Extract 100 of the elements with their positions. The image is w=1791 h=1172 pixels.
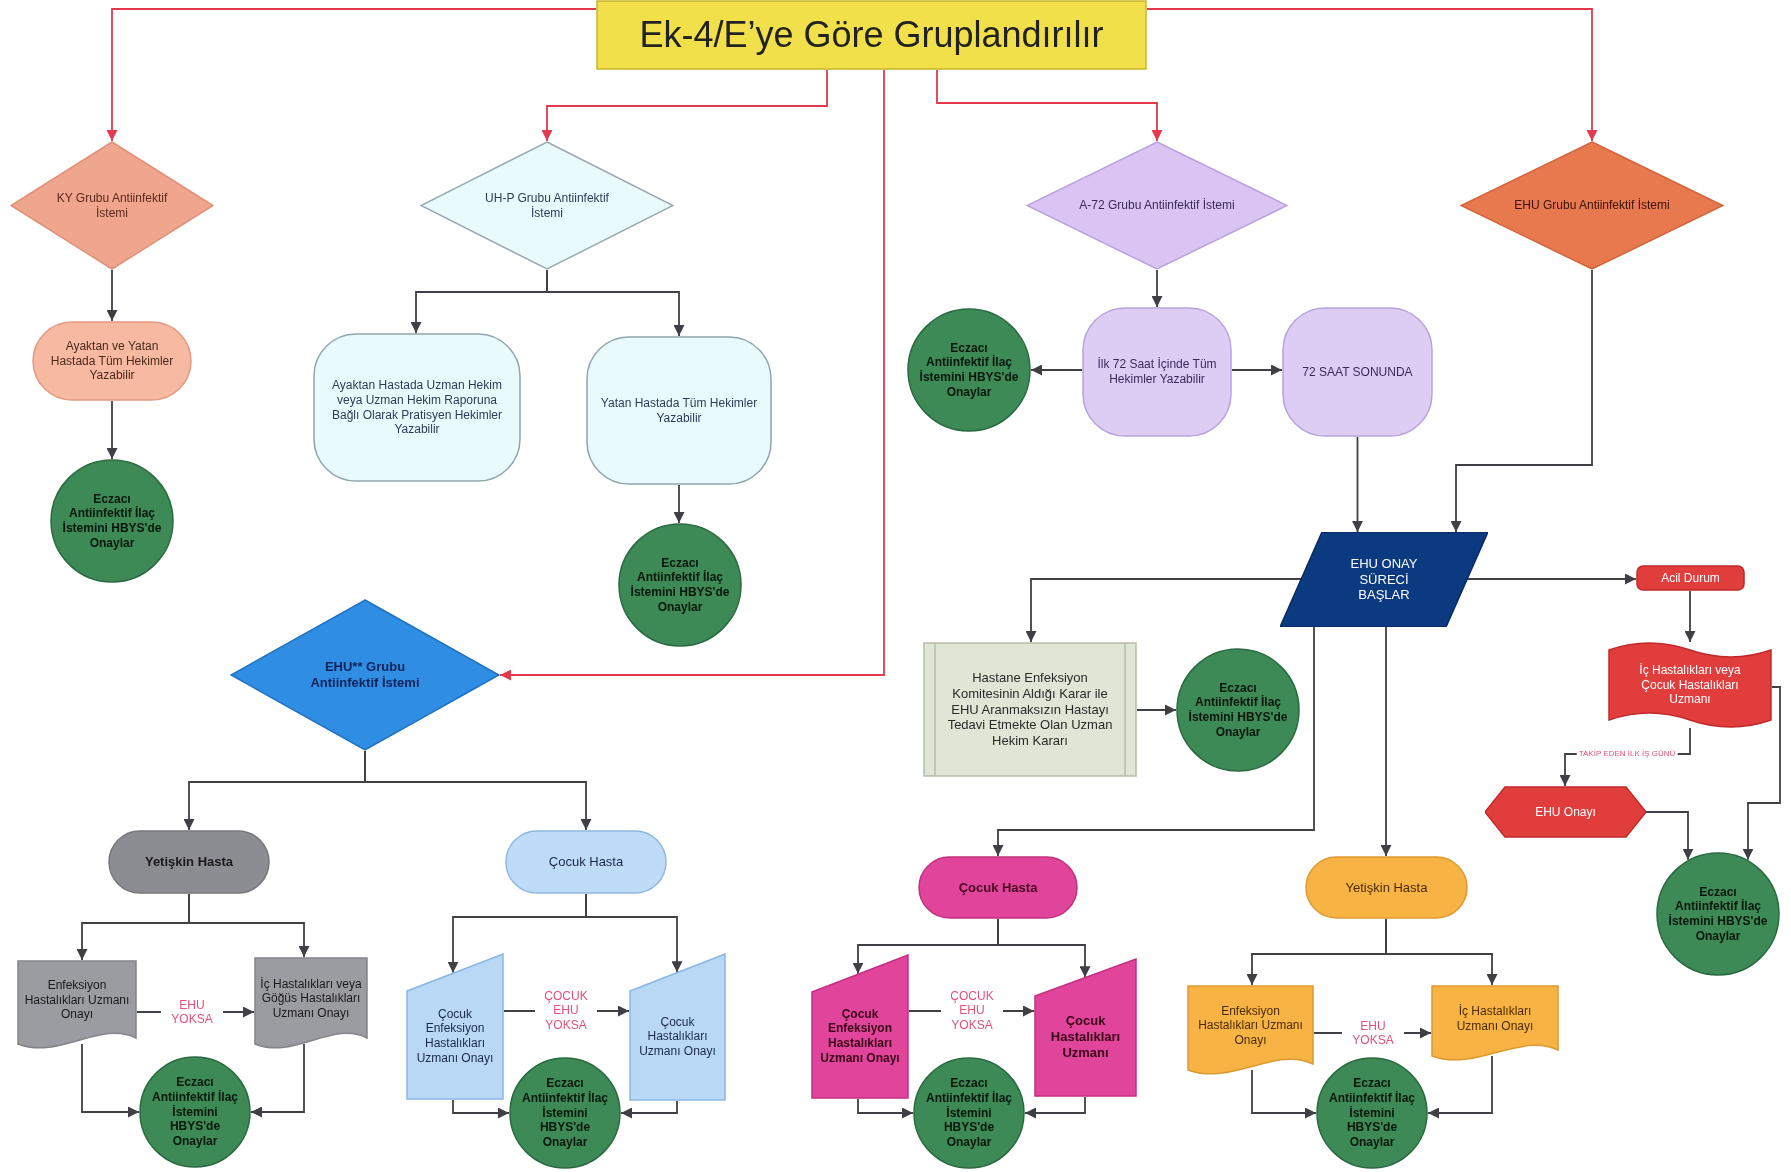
- arrow: [1352, 436, 1363, 533]
- arrow: [1231, 364, 1283, 376]
- approval-circle: [618, 523, 742, 647]
- decision-diamond: [230, 599, 500, 751]
- shape-label: Çocuk Hastalıkları Uzmanı: [1049, 1013, 1122, 1061]
- arrow: [857, 1098, 914, 1119]
- shape-label: EHU Grubu Antiinfektif İstemi: [1514, 198, 1670, 213]
- approval-circle: [1656, 852, 1780, 976]
- arrow: [81, 1043, 140, 1118]
- title-box: [596, 0, 1147, 70]
- arrow: [452, 1099, 510, 1119]
- arrow: [1146, 8, 1598, 142]
- arrow: [106, 400, 118, 460]
- shape-label: İlk 72 Saat İçinde Tüm Hekimler Yazabilir: [1096, 357, 1218, 387]
- decision-diamond: [1460, 141, 1724, 270]
- shape-label: UH-P Grubu Antiinfektif İstemi: [484, 190, 610, 221]
- manual-input-shape: [1034, 958, 1137, 1097]
- shape-label: Yetişkin Hasta: [1345, 879, 1428, 896]
- shape-label: Eczacı Antiinfektif İlaç İstemini HBYS'de Onaylar: [630, 555, 730, 615]
- approval-circle: [1176, 648, 1300, 772]
- edge-label: TAKİP EDEN İLK İŞ GÜNÜ: [1576, 748, 1678, 760]
- shape-label: Eczacı Antiinfektif İlaç İstemini HBYS'de Onaylar: [919, 340, 1019, 400]
- shape-label: İç Hastalıkları veya Göğüs Hastalıkları Uzmanı Onayı: [259, 976, 363, 1021]
- approval-circle: [913, 1057, 1025, 1169]
- rounded-box: [1636, 565, 1745, 591]
- shape-label: Yetişkin Hasta: [144, 854, 234, 870]
- shape-label: EHU ONAY SÜRECİ BAŞLAR: [1349, 555, 1419, 604]
- arrow: [499, 69, 885, 681]
- shape-label: KY Grubu Antiinfektif İstemi: [55, 190, 169, 221]
- shape-label: Eczacı Antiinfektif İlaç İstemini HBYS'de Onaylar: [1328, 1076, 1416, 1150]
- shape-label: Çocuk Hasta: [958, 879, 1038, 896]
- shape-label: 72 SAAT SONUNDA: [1302, 364, 1413, 380]
- shape-label: Çocuk Enfeksiyon Hastalıkları Uzmanı Onayı: [819, 1006, 901, 1066]
- arrow: [1645, 811, 1694, 861]
- shape-label: İç Hastalıkları Uzmanı Onayı: [1455, 1003, 1535, 1034]
- shape-label: Çocuk Enfeksiyon Hastalıkları Uzmanı Onayı: [415, 1006, 495, 1066]
- arrow: [1251, 1069, 1317, 1119]
- arrow: [992, 626, 1315, 857]
- rounded-box: [1282, 307, 1433, 437]
- title-text: Ek-4/E’ye Göre Gruplandırılır: [639, 13, 1104, 57]
- shape-label: Enfeksiyon Hastalıkları Uzmanı Onayı: [1197, 1003, 1304, 1048]
- approval-circle: [50, 459, 174, 583]
- arrow: [1742, 686, 1781, 861]
- arrow: [364, 750, 592, 831]
- shape-label: EHU Onayı: [1535, 804, 1596, 820]
- approval-circle: [139, 1056, 251, 1168]
- shape-label: Yatan Hastada Tüm Hekimler Yazabilir: [599, 395, 759, 426]
- shape-label: Acil Durum: [1661, 570, 1720, 586]
- arrow: [936, 69, 1163, 142]
- shape-label: İç Hastalıkları veya Çocuk Hastalıkları Uzmanı: [1638, 663, 1742, 707]
- arrow: [106, 269, 118, 322]
- decision-diamond: [1026, 141, 1288, 270]
- arrow: [1024, 1096, 1086, 1119]
- arrow: [250, 1043, 305, 1118]
- arrow: [585, 893, 683, 974]
- arrow: [1030, 364, 1083, 376]
- rounded-box: [586, 336, 772, 485]
- arrow: [546, 269, 685, 337]
- rounded-box: [1082, 307, 1232, 437]
- shape-label: Eczacı Antiinfektif İlaç İstemini HBYS'de Onaylar: [62, 491, 162, 551]
- arrow: [106, 8, 597, 142]
- tape-shape: [1608, 642, 1772, 728]
- arrow: [673, 484, 685, 524]
- preparation-hexagon: [1485, 786, 1646, 838]
- process-box: [923, 642, 1137, 777]
- manual-input-shape: [629, 953, 726, 1101]
- decision-diamond: [10, 141, 214, 270]
- arrow: [997, 918, 1091, 979]
- shape-label: Hastane Enfeksiyon Komitesinin Aldığı Karar ile EHU Aranmaksızın Hastayı Tedavi Etmekte Olan Uzman Hekim Kararı: [946, 669, 1114, 750]
- shape-label: Eczacı Antiinfektif İlaç İstemini HBYS'de Onaylar: [521, 1076, 609, 1150]
- shape-label: Çocuk Hastalıkları Uzmanı Onayı: [638, 1014, 717, 1059]
- arrow: [1380, 626, 1392, 857]
- input-parallelogram: [1280, 532, 1488, 627]
- shape-label: Çocuk Hasta: [548, 854, 624, 870]
- shape-label: EHU** Grubu Antiinfektif İstemi: [309, 659, 421, 691]
- shape-label: Eczacı Antiinfektif İlaç İstemini HBYS'de Onaylar: [1188, 680, 1288, 740]
- arrow: [1466, 573, 1637, 585]
- shape-label: Ayaktan Hastada Uzman Hekim veya Uzman Hekim Raporuna Bağlı Olarak Pratisyen Hekimler Yazabilir: [330, 378, 504, 437]
- approval-circle: [509, 1057, 621, 1169]
- shape-label: Enfeksiyon Hastalıkları Uzmanı Onayı: [23, 978, 131, 1022]
- arrow: [1385, 918, 1498, 986]
- approval-circle: [907, 308, 1031, 432]
- shape-label: Eczacı Antiinfektif İlaç İstemini HBYS'de Onaylar: [925, 1076, 1013, 1150]
- manual-input-shape: [811, 954, 909, 1099]
- arrow: [1427, 1055, 1493, 1119]
- arrow: [1151, 269, 1163, 308]
- arrow: [541, 69, 828, 142]
- manual-input-shape: [406, 953, 504, 1100]
- shape-label: Eczacı Antiinfektif İlaç İstemini HBYS'de Onaylar: [1668, 884, 1768, 944]
- arrow: [1450, 269, 1593, 533]
- arrow: [188, 893, 310, 958]
- decision-diamond: [420, 141, 674, 270]
- shape-label: A-72 Grubu Antiinfektif İstemi: [1079, 198, 1235, 213]
- arrow: [1684, 590, 1696, 643]
- arrow: [620, 1100, 678, 1119]
- rounded-box: [313, 333, 521, 482]
- arrow: [1136, 704, 1177, 716]
- shape-label: Eczacı Antiinfektif İlaç İstemini HBYS'de Onaylar: [151, 1075, 239, 1149]
- approval-circle: [1316, 1057, 1428, 1169]
- shape-label: Ayaktan ve Yatan Hastada Tüm Hekimler Yazabilir: [49, 339, 175, 383]
